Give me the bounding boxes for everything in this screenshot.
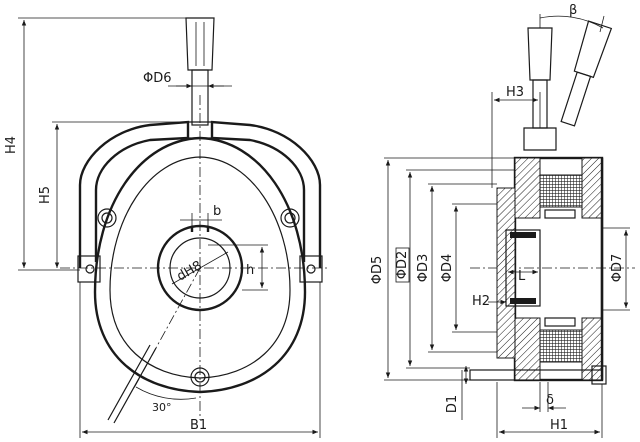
lever-grip bbox=[185, 17, 215, 71]
coil-bottom bbox=[539, 329, 583, 363]
d2-box bbox=[395, 247, 410, 283]
phi-d7-label: ΦD7 bbox=[610, 254, 625, 283]
armature-top bbox=[514, 157, 541, 219]
housing-outline bbox=[93, 136, 307, 394]
coil-top bbox=[539, 174, 583, 208]
phi-d2-label: ΦD2 bbox=[395, 251, 410, 280]
phi-d4-label: ΦD4 bbox=[440, 254, 455, 283]
b1-label: B1 bbox=[190, 418, 207, 433]
h2-label: H2 bbox=[472, 294, 490, 309]
right-hinge-block bbox=[299, 255, 323, 283]
l-label: L bbox=[518, 269, 526, 284]
screw-top-left bbox=[97, 208, 117, 228]
right-hinge-pin bbox=[306, 264, 316, 274]
housing-inner-ring bbox=[109, 156, 291, 379]
release-cable bbox=[107, 344, 157, 424]
b-label: b bbox=[213, 204, 221, 219]
spring-bottom bbox=[544, 317, 576, 327]
hub-bore bbox=[156, 224, 244, 312]
h4-label: H4 bbox=[4, 136, 19, 154]
left-hinge-block bbox=[77, 255, 101, 283]
beta-arc bbox=[539, 15, 604, 29]
angle-arc bbox=[135, 386, 197, 400]
hub-key-bottom bbox=[510, 298, 536, 304]
side-lever-tilted bbox=[560, 20, 613, 127]
hub-inner-circle bbox=[169, 237, 231, 299]
yoke-top bbox=[581, 157, 603, 219]
phi-d5-label: ΦD5 bbox=[370, 256, 385, 285]
beta-label: β bbox=[569, 3, 577, 18]
side-lever-neck bbox=[523, 127, 557, 151]
bolt-head bbox=[591, 365, 607, 385]
delta-label: δ bbox=[546, 393, 554, 408]
side-lever-grip bbox=[527, 27, 553, 81]
left-hinge-pin bbox=[85, 264, 95, 274]
spring-top bbox=[544, 209, 576, 219]
phi-d3-label: ΦD3 bbox=[416, 254, 431, 283]
hub-body bbox=[505, 229, 541, 307]
screw-top-right bbox=[280, 208, 300, 228]
phi-d6-label: ΦD6 bbox=[143, 71, 172, 86]
front-view: H4 H5 ΦD6 b dH8 h 30° B1 bbox=[4, 17, 330, 438]
h3-label: H3 bbox=[506, 85, 524, 100]
screw-bottom bbox=[190, 367, 210, 387]
h-label: h bbox=[246, 263, 254, 278]
h1-label: H1 bbox=[550, 418, 568, 433]
armature-bottom bbox=[514, 317, 541, 381]
h5-label: H5 bbox=[38, 186, 53, 204]
angle-30-label: 30° bbox=[152, 401, 172, 414]
d1-label: D1 bbox=[445, 395, 460, 413]
side-view: β H3 ΦD5 bbox=[370, 3, 635, 438]
hub-key-top bbox=[510, 232, 536, 238]
